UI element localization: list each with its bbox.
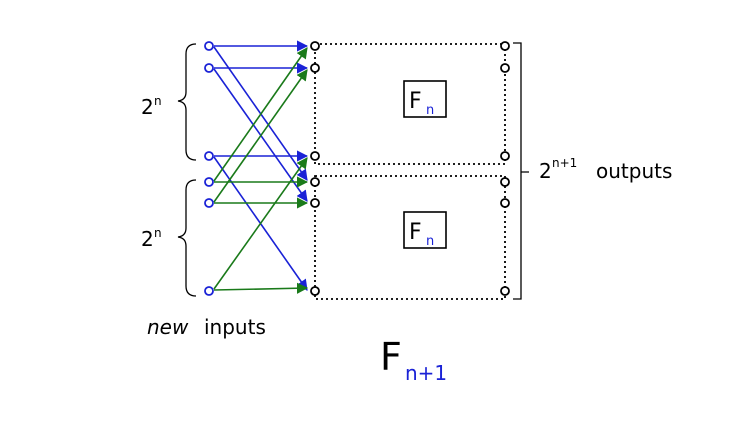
port-left-5 xyxy=(310,198,320,208)
inner-box-top-F: F xyxy=(409,89,422,114)
new-inputs-new: new xyxy=(147,315,189,339)
inner-box-top: F n xyxy=(403,80,447,118)
port-left-2 xyxy=(310,63,320,73)
outputs-label-sup: n+1 xyxy=(552,156,577,170)
port-right-6 xyxy=(500,286,510,296)
brace-top-inputs xyxy=(177,43,197,161)
port-right-3 xyxy=(500,151,510,161)
port-right-5 xyxy=(500,198,510,208)
outputs-label-word: outputs xyxy=(596,159,672,183)
input-node-4 xyxy=(204,177,214,187)
title-sub: n+1 xyxy=(405,361,447,385)
input-node-1 xyxy=(204,41,214,51)
green-connections xyxy=(213,47,309,294)
port-left-1 xyxy=(310,41,320,51)
new-inputs-inputs: inputs xyxy=(204,315,266,339)
box-input-ports xyxy=(310,41,320,296)
top-subnetwork-box xyxy=(314,43,506,165)
title-F: F xyxy=(380,335,402,379)
label-2n-top: 2 n xyxy=(141,94,162,119)
box-output-ports xyxy=(500,41,510,296)
port-right-1 xyxy=(500,41,510,51)
label-2n-bottom: 2 n xyxy=(141,226,162,251)
inner-box-top-frame xyxy=(403,80,447,118)
inner-box-bottom-F: F xyxy=(409,220,422,245)
bottom-subnetwork-box xyxy=(314,175,506,300)
label-2n-top-sup: n xyxy=(154,94,162,108)
label-2n-bottom-sup: n xyxy=(154,226,162,240)
input-node-6 xyxy=(204,286,214,296)
inner-box-bottom-frame xyxy=(403,211,447,249)
inner-box-top-sub: n xyxy=(426,103,434,118)
port-right-4 xyxy=(500,177,510,187)
arrow-green-4 xyxy=(213,69,308,203)
arrow-green-2 xyxy=(213,47,308,182)
bracket-outputs xyxy=(513,42,529,300)
port-left-3 xyxy=(310,151,320,161)
blue-connections xyxy=(213,40,309,291)
port-left-6 xyxy=(310,286,320,296)
inner-box-bottom-sub: n xyxy=(426,234,434,249)
title-F-n-plus-1: F n+1 xyxy=(380,335,447,385)
arrow-green-5 xyxy=(213,282,309,294)
input-node-2 xyxy=(204,63,214,73)
input-node-3 xyxy=(204,151,214,161)
outputs-label-base: 2 xyxy=(539,159,552,183)
inner-box-bottom: F n xyxy=(403,211,447,249)
input-nodes xyxy=(204,41,214,296)
outputs-label: 2 n+1 outputs xyxy=(539,156,672,183)
label-2n-bottom-base: 2 xyxy=(141,227,154,251)
port-right-2 xyxy=(500,63,510,73)
input-node-5 xyxy=(204,198,214,208)
new-inputs-label: new inputs xyxy=(147,315,266,339)
port-left-4 xyxy=(310,177,320,187)
brace-bottom-inputs xyxy=(177,179,197,297)
label-2n-top-base: 2 xyxy=(141,95,154,119)
arrow-green-6 xyxy=(213,157,308,290)
